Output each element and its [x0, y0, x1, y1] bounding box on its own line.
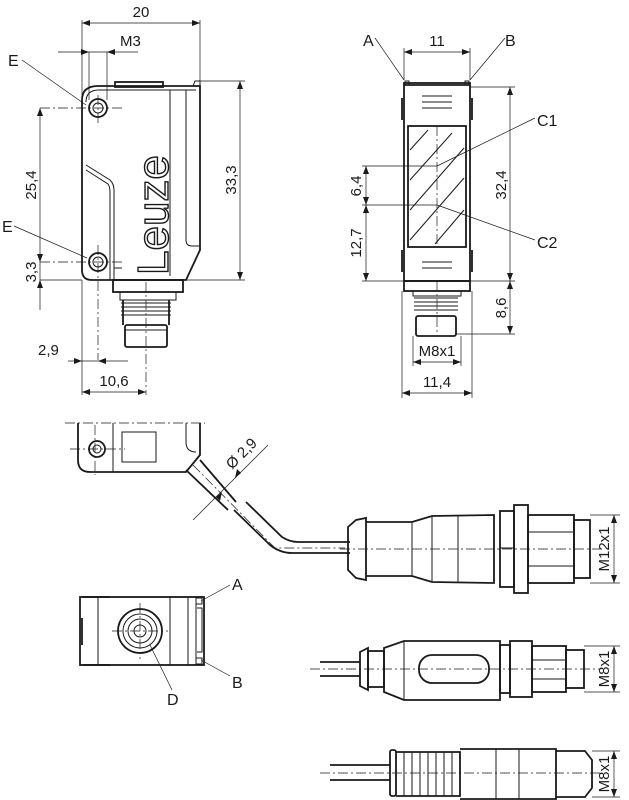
label-a-front: A: [363, 33, 374, 50]
dim-width-top: 11: [429, 33, 445, 50]
dim-height: 33,3: [223, 165, 240, 194]
front-view: 11 A B C1 C2 32,4 6,4 12,7 8,6 M8x1 11,4: [348, 33, 558, 398]
cable-view: Ø 2,9 M12x1: [65, 422, 620, 800]
label-c2: C2: [537, 235, 558, 252]
dim-hole-offset-bottom: 3,3: [23, 262, 40, 283]
label-e-bottom: E: [2, 219, 13, 236]
label-e-top: E: [8, 53, 19, 70]
label-b-front: B: [505, 33, 516, 50]
dim-width-total: 20: [133, 4, 150, 21]
label-a-bottom: A: [232, 577, 243, 594]
side-view: Leuze 20 M3 E E 33,3 25,4: [2, 4, 245, 395]
bottom-view: A B D: [79, 577, 243, 709]
dim-width-bottom: 11,4: [423, 374, 451, 391]
side-body-outline: [81, 85, 201, 281]
lens-hatch: [409, 129, 465, 245]
label-c1: C1: [537, 113, 558, 130]
m8-connector-snap: M8x1: [320, 748, 620, 800]
dim-connector-offset: 10,6: [99, 373, 128, 390]
m12-connector: M12x1: [340, 504, 620, 594]
dim-m8-pigtail-thread: M8x1: [596, 651, 613, 688]
bottom-body: [79, 596, 205, 666]
dim-optical-axis-c2: 12,7: [348, 228, 365, 257]
dim-cable-diameter: Ø 2,9: [223, 435, 261, 473]
top-tab: [114, 81, 164, 88]
dim-front-height: 32,4: [493, 170, 510, 199]
dim-thread-m3: M3: [120, 33, 141, 50]
label-b-bottom: B: [232, 675, 243, 692]
dim-m12-thread: M12x1: [596, 526, 613, 571]
brand-logo: Leuze: [129, 155, 178, 275]
dim-connector-thread: M8x1: [419, 343, 456, 360]
label-d: D: [167, 692, 179, 709]
dim-optical-axis-c1: 6,4: [348, 176, 365, 197]
dim-connector-length: 8,6: [493, 298, 510, 319]
m8-connector-pigtail: M8x1: [310, 640, 620, 701]
dim-m8-snap-thread: M8x1: [596, 756, 613, 793]
dim-hole-offset-side: 2,9: [38, 342, 59, 359]
cable-angled: [185, 459, 237, 511]
dim-hole-spacing: 25,4: [23, 170, 40, 199]
side-connector: [112, 279, 184, 395]
